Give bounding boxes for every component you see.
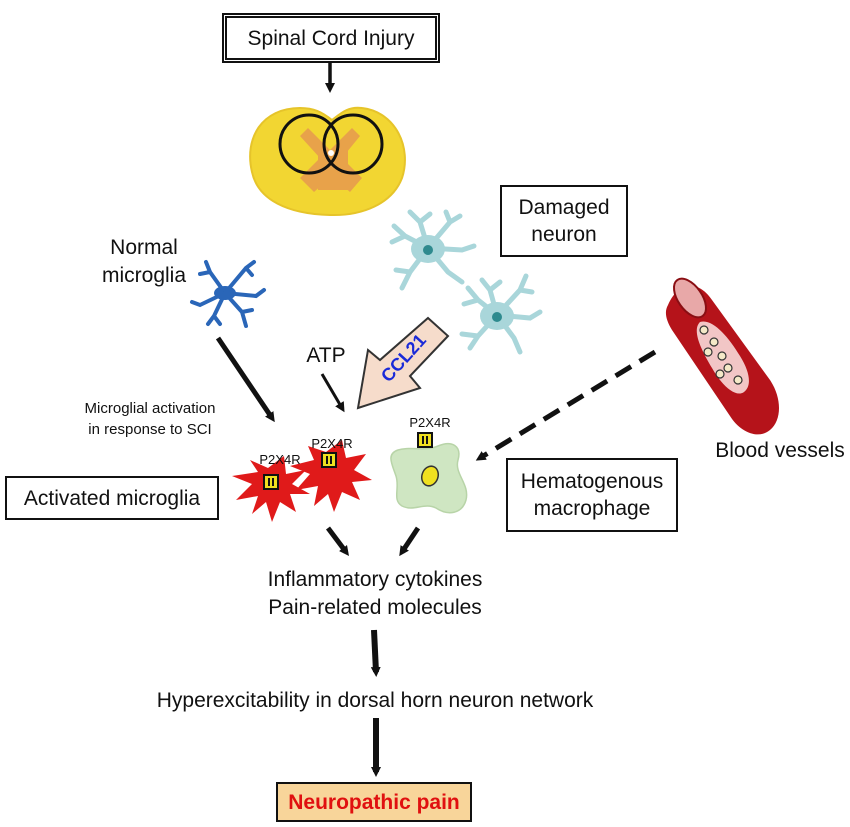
blood-vessel-icon bbox=[665, 277, 779, 435]
neuropathic-pain-box: Neuropathic pain bbox=[276, 782, 472, 822]
pain-molecules-label: Pain-related molecules bbox=[268, 596, 482, 619]
atp-label: ATP bbox=[306, 344, 346, 367]
hyperexcitability-label: Hyperexcitability in dorsal horn neuron … bbox=[156, 689, 594, 712]
p2x4r-label-2: P2X4R bbox=[311, 436, 353, 451]
activated-microglia-icon-2 bbox=[290, 440, 372, 512]
macrophage-label-line2: macrophage bbox=[533, 497, 651, 520]
ccl21-arrow: CCL21 bbox=[356, 316, 450, 410]
hematogenous-macrophage-box: Hematogenous macrophage bbox=[506, 458, 678, 532]
arrow-macrophage-to-cytokines bbox=[399, 526, 421, 557]
damaged-neuron-box: Damaged neuron bbox=[500, 185, 628, 257]
arrow-blood-to-macrophage bbox=[475, 349, 657, 461]
normal-microglia-label-line1: Normal bbox=[110, 236, 178, 259]
spinal-cord-injury-label: Spinal Cord Injury bbox=[247, 26, 415, 50]
p2x4r-receptor-icon-3 bbox=[417, 432, 433, 448]
activated-microglia-box: Activated microglia bbox=[5, 476, 219, 520]
spinal-cord-injury-box: Spinal Cord Injury bbox=[222, 13, 440, 63]
damaged-neuron-label-line1: Damaged bbox=[518, 196, 610, 219]
arrow-microglia-to-cytokines bbox=[326, 526, 349, 556]
damaged-neuron-icon-2 bbox=[459, 273, 543, 355]
arrow-atp bbox=[320, 373, 345, 413]
blood-vessels-label: Blood vessels bbox=[715, 439, 845, 462]
spinal-cord-section bbox=[249, 106, 406, 217]
arrow-molecules-to-hyperexcitability bbox=[370, 629, 381, 677]
p2x4r-label-3: P2X4R bbox=[409, 415, 451, 430]
p2x4r-receptor-icon-2 bbox=[321, 452, 337, 468]
arrow-microglia-activation bbox=[215, 336, 275, 423]
damaged-neuron-label-line2: neuron bbox=[531, 223, 597, 246]
activation-note-line1: Microglial activation bbox=[84, 400, 216, 417]
normal-microglia-label-line2: microglia bbox=[101, 264, 187, 287]
macrophage-icon bbox=[390, 442, 468, 514]
damaged-neuron-icon-1 bbox=[389, 209, 477, 291]
activated-microglia-label: Activated microglia bbox=[23, 486, 201, 510]
activation-note-line2: in response to SCI bbox=[88, 421, 212, 438]
dorsal-horn-left-circle bbox=[278, 113, 340, 175]
neuropathic-pain-label: Neuropathic pain bbox=[288, 790, 460, 814]
cytokines-label: Inflammatory cytokines bbox=[267, 568, 483, 591]
dorsal-horn-right-circle bbox=[322, 113, 384, 175]
p2x4r-receptor-icon-1 bbox=[263, 474, 279, 490]
macrophage-label-line1: Hematogenous bbox=[520, 470, 664, 493]
p2x4r-label-1: P2X4R bbox=[259, 452, 301, 467]
normal-microglia-icon bbox=[190, 260, 266, 328]
